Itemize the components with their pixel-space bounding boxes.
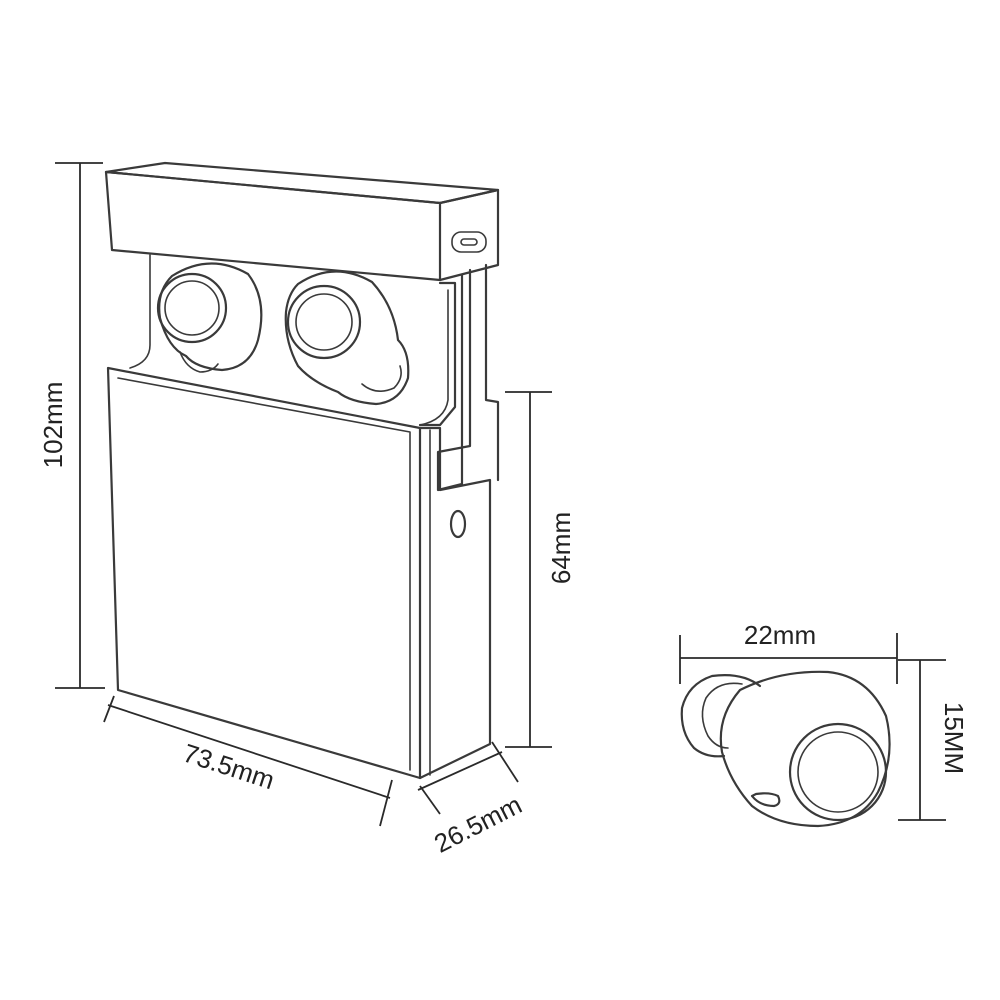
- dim-cradle-height: [505, 391, 552, 748]
- dim-case-depth: [417, 741, 519, 815]
- earbud-detail: [680, 670, 891, 828]
- label-earbud-height: 15MM: [939, 702, 969, 774]
- label-case-height: 102mm: [38, 382, 68, 469]
- label-case-width: 73.5mm: [179, 738, 278, 796]
- dim-earbud-height: [898, 659, 946, 821]
- ear-tip-icon: [680, 674, 762, 758]
- label-cradle-height: 64mm: [546, 512, 576, 584]
- usb-c-port-icon: [451, 231, 487, 253]
- label-earbud-width: 22mm: [744, 620, 816, 650]
- earbud-face-plate-icon: [788, 722, 888, 822]
- case-earbud-right: [284, 270, 410, 406]
- label-case-depth: 26.5mm: [429, 789, 526, 858]
- side-button-icon: [449, 509, 467, 539]
- case-earbud-left: [156, 262, 263, 373]
- dim-earbud-width: [679, 633, 898, 684]
- dim-case-width: [103, 695, 393, 827]
- dim-case-height: [55, 162, 105, 689]
- mic-slot-icon: [750, 792, 781, 808]
- charging-case: [104, 161, 500, 780]
